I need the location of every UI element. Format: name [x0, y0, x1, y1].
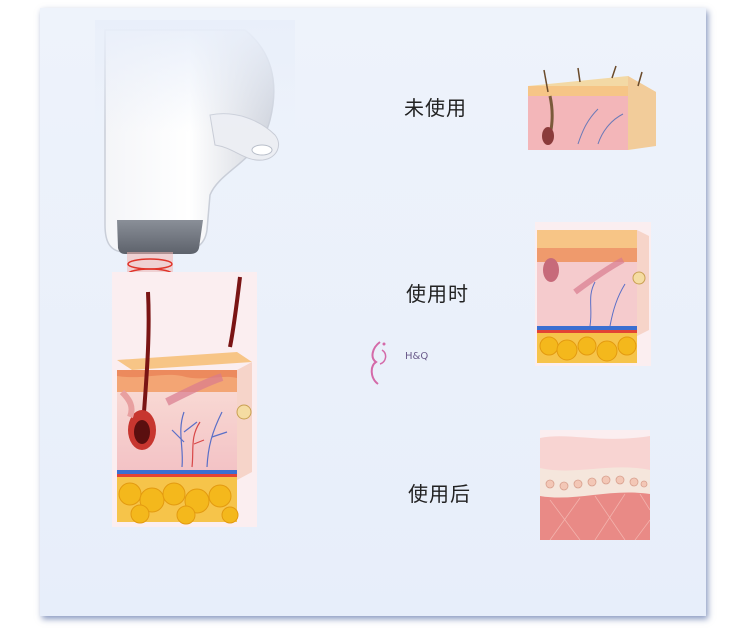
laser-handpiece-illustration [95, 20, 295, 270]
brand-logo-text: H&Q [405, 351, 429, 362]
stage-label-during: 使用时 [406, 282, 469, 306]
skin-thumbnail-after [540, 430, 650, 540]
skin-thumbnail-during [535, 222, 651, 366]
skin-thumbnail-before [528, 65, 656, 150]
skin-cross-section-large [112, 272, 257, 527]
stage-label-after: 使用后 [408, 482, 471, 506]
brand-logo [370, 341, 387, 385]
stage-label-before: 未使用 [404, 96, 467, 120]
